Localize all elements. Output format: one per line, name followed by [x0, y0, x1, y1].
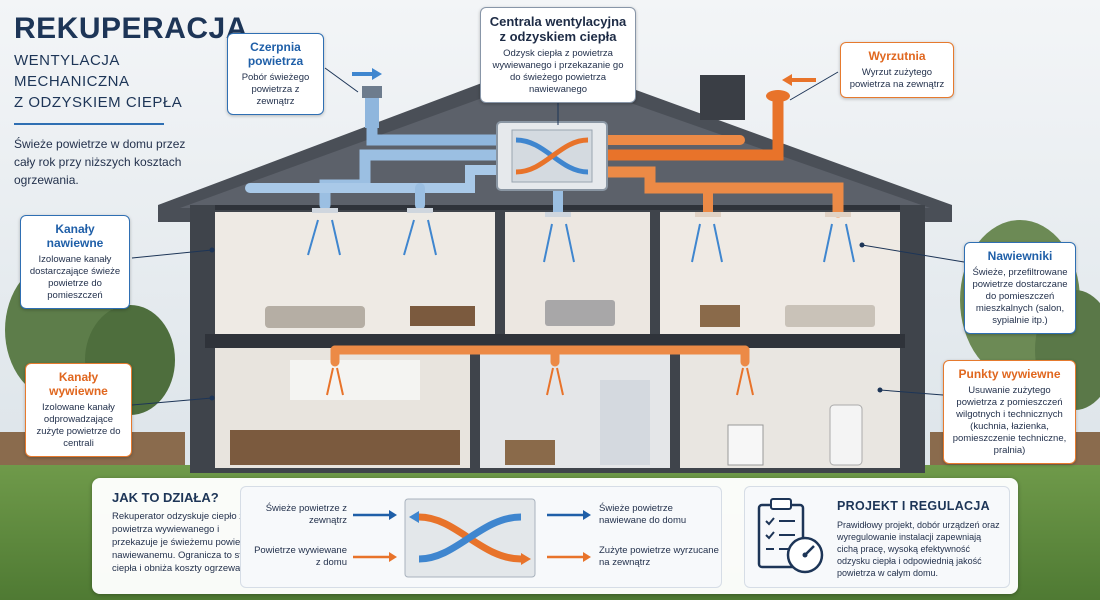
leader-lines	[131, 67, 965, 406]
heat-recovery-unit	[496, 121, 608, 191]
fresh-out-label: Świeże powietrze nawiewane do domu	[599, 503, 687, 526]
intro-text: Świeże powietrze w domu przez cały rok p…	[14, 137, 186, 187]
callout-kanaly-nawiewne-title: Kanały nawiewne	[46, 222, 104, 250]
exchanger-diagram	[353, 498, 591, 578]
callout-nawiewniki-title: Nawiewniki	[987, 249, 1053, 263]
page-title: REKUPERACJA	[14, 12, 248, 45]
exhaust-in-arrow	[389, 552, 397, 562]
callout-wyrzutnia-text: Wyrzut zużytego powietrza na zewnątrz	[849, 67, 945, 90]
subtitle-line-2: Z ODZYSKIEM CIEPŁA	[14, 94, 183, 111]
title-divider	[14, 123, 164, 125]
heat-exchange-flow: Świeże powietrze z zewnątrz Powietrze wy…	[240, 486, 722, 588]
exhaust-vent-cap	[766, 90, 790, 102]
exhaust-out-label: Zużyte powietrze wyrzucane na zewnątrz	[599, 545, 719, 568]
clipboard-gauge-icon	[757, 498, 824, 574]
callout-nawiewniki-text: Świeże, przefiltrowane powietrze dostarc…	[972, 267, 1068, 326]
callout-kanaly-wywiewne-text: Izolowane kanały odprowadzające zużyte p…	[36, 402, 121, 449]
exhaust-air-ducts	[330, 94, 844, 367]
laundry	[680, 348, 900, 468]
callout-kanaly-nawiewne-text: Izolowane kanały dostarczające świeże po…	[29, 254, 121, 301]
fresh-in-arrow	[389, 510, 397, 520]
project-title: PROJEKT I REGULACJA	[837, 499, 990, 513]
callout-czerpnia-text: Pobór świeżego powietrza z zewnątrz	[241, 72, 310, 107]
title-block: REKUPERACJA WENTYLACJA MECHANICZNA Z ODZ…	[14, 12, 248, 189]
info-panel: JAK TO DZIAŁA? Rekuperator odzyskuje cie…	[92, 478, 1018, 594]
project-box: PROJEKT I REGULACJA Prawidłowy projekt, …	[744, 486, 1010, 588]
exhaust-in-label: Powietrze wywiewane z domu	[254, 545, 347, 568]
fresh-air-vent-cap	[362, 86, 382, 128]
page-subtitle: WENTYLACJA MECHANICZNA Z ODZYSKIEM CIEPŁ…	[14, 50, 214, 113]
fresh-in-label: Świeże powietrze z zewnątrz	[265, 503, 347, 526]
fresh-out-arrow	[583, 510, 591, 520]
supply-diffusers	[307, 208, 855, 263]
how-it-works-text: Rekuperator odzyskuje ciepło z powietrza…	[112, 511, 258, 574]
callout-centrala: Centrala wentylacyjna z odzyskiem ciepła…	[480, 7, 636, 103]
callout-kanaly-wywiewne: Kanały wywiewne Izolowane kanały odprowa…	[25, 363, 132, 457]
subtitle-line-1: WENTYLACJA MECHANICZNA	[14, 52, 130, 90]
callout-centrala-text: Odzysk ciepła z powietrza wywiewanego i …	[492, 48, 624, 95]
exhaust-arrow	[782, 74, 816, 86]
callout-czerpnia-title: Czerpnia powietrza	[247, 40, 304, 68]
callout-punkty-wywiewne-text: Usuwanie zużytego powietrza z pomieszcze…	[952, 385, 1067, 456]
callout-kanaly-wywiewne-title: Kanały wywiewne	[49, 370, 108, 398]
intake-arrow	[352, 68, 382, 80]
callout-wyrzutnia-title: Wyrzutnia	[868, 49, 926, 63]
exhaust-points	[326, 367, 754, 396]
callout-wyrzutnia: Wyrzutnia Wyrzut zużytego powietrza na z…	[840, 42, 954, 98]
callout-punkty-wywiewne: Punkty wywiewne Usuwanie zużytego powiet…	[943, 360, 1076, 464]
chimney	[700, 75, 745, 120]
project-text: Prawidłowy projekt, dobór urządzeń oraz …	[837, 520, 1000, 578]
callout-kanaly-nawiewne: Kanały nawiewne Izolowane kanały dostarc…	[20, 215, 130, 309]
callout-nawiewniki: Nawiewniki Świeże, przefiltrowane powiet…	[964, 242, 1076, 334]
callout-punkty-wywiewne-title: Punkty wywiewne	[958, 367, 1061, 381]
callout-czerpnia: Czerpnia powietrza Pobór świeżego powiet…	[227, 33, 324, 115]
how-it-works-title: JAK TO DZIAŁA?	[112, 490, 219, 505]
exhaust-out-arrow	[583, 552, 591, 562]
callout-centrala-title: Centrala wentylacyjna z odzyskiem ciepła	[489, 14, 627, 44]
